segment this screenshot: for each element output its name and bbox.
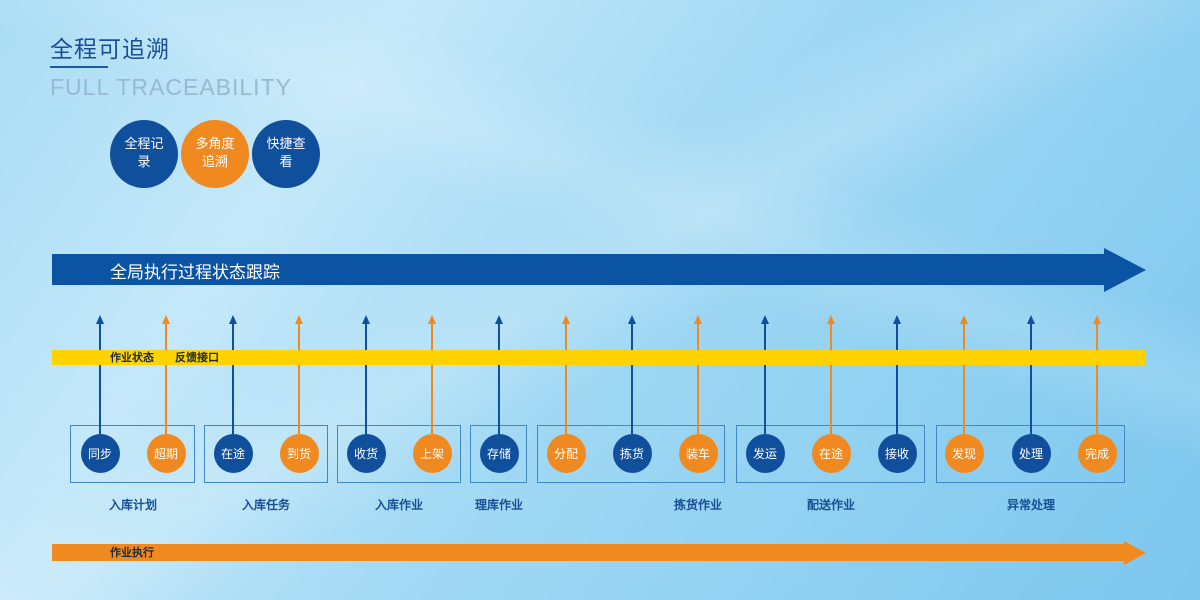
status-node: 在途 xyxy=(213,434,253,473)
execution-label: 作业执行 xyxy=(110,546,154,559)
arrow-up-icon xyxy=(628,315,636,324)
feedback-arrow-line xyxy=(896,322,898,434)
feedback-arrow-line xyxy=(1096,322,1098,434)
arrow-up-icon xyxy=(295,315,303,324)
status-bar xyxy=(52,350,1145,365)
process-group-label: 异常处理 xyxy=(1006,498,1056,512)
arrow-up-icon xyxy=(827,315,835,324)
arrow-up-icon xyxy=(495,315,503,324)
process-group-label: 入库任务 xyxy=(241,498,291,512)
status-label-work-state: 作业状态 xyxy=(110,351,154,364)
status-node: 装车 xyxy=(678,434,718,473)
arrow-up-icon xyxy=(960,315,968,324)
arrow-up-icon xyxy=(229,315,237,324)
arrow-up-icon xyxy=(1027,315,1035,324)
feature-circle-quick-view: 快捷查看 xyxy=(252,120,320,188)
global-tracking-arrow xyxy=(52,254,1112,285)
feedback-arrow-line xyxy=(298,322,300,434)
feedback-arrow-line xyxy=(764,322,766,434)
process-group-label: 拣货作业 xyxy=(673,498,723,512)
global-tracking-label: 全局执行过程状态跟踪 xyxy=(110,263,280,283)
arrow-up-icon xyxy=(893,315,901,324)
feedback-arrow-line xyxy=(963,322,965,434)
arrow-up-icon xyxy=(96,315,104,324)
process-group-label: 配送作业 xyxy=(806,498,856,512)
feedback-arrow-line xyxy=(565,322,567,434)
feedback-arrow-line xyxy=(165,322,167,434)
page-subtitle: FULL TRACEABILITY xyxy=(50,74,292,100)
feedback-arrow-line xyxy=(631,322,633,434)
status-node: 收货 xyxy=(346,434,386,473)
execution-arrowhead xyxy=(1124,541,1146,565)
status-node: 同步 xyxy=(80,434,120,473)
process-group-box xyxy=(337,425,461,483)
process-group-label: 理库作业 xyxy=(474,498,524,512)
status-node: 完成 xyxy=(1077,434,1117,473)
title-underline xyxy=(50,66,108,68)
feedback-arrow-line xyxy=(1030,322,1032,434)
status-node: 在途 xyxy=(811,434,851,473)
status-node: 超期 xyxy=(146,434,186,473)
status-node: 接收 xyxy=(877,434,917,473)
process-group-label: 入库计划 xyxy=(108,498,158,512)
global-tracking-arrowhead xyxy=(1104,248,1146,292)
execution-arrow xyxy=(52,544,1130,561)
feedback-arrow-line xyxy=(431,322,433,434)
feedback-arrow-line xyxy=(99,322,101,434)
status-node: 存储 xyxy=(479,434,519,473)
status-node: 拣货 xyxy=(612,434,652,473)
status-node: 分配 xyxy=(546,434,586,473)
arrow-up-icon xyxy=(428,315,436,324)
status-node: 上架 xyxy=(412,434,452,473)
feedback-arrow-line xyxy=(498,322,500,434)
arrow-up-icon xyxy=(761,315,769,324)
arrow-up-icon xyxy=(1093,315,1101,324)
process-group-label: 入库作业 xyxy=(374,498,424,512)
feature-circle-full-record: 全程记录 xyxy=(110,120,178,188)
feedback-arrow-line xyxy=(232,322,234,434)
arrow-up-icon xyxy=(562,315,570,324)
arrow-up-icon xyxy=(362,315,370,324)
process-group-box xyxy=(204,425,328,483)
status-node: 到货 xyxy=(279,434,319,473)
page-title: 全程可追溯 xyxy=(50,37,170,63)
arrow-up-icon xyxy=(162,315,170,324)
process-group-box xyxy=(70,425,195,483)
feedback-arrow-line xyxy=(697,322,699,434)
feature-circle-multi-angle: 多角度追溯 xyxy=(181,120,249,188)
status-node: 发运 xyxy=(745,434,785,473)
status-node: 发现 xyxy=(944,434,984,473)
feedback-arrow-line xyxy=(365,322,367,434)
feedback-arrow-line xyxy=(830,322,832,434)
status-label-feedback-interface: 反馈接口 xyxy=(175,351,219,364)
arrow-up-icon xyxy=(694,315,702,324)
status-node: 处理 xyxy=(1011,434,1051,473)
